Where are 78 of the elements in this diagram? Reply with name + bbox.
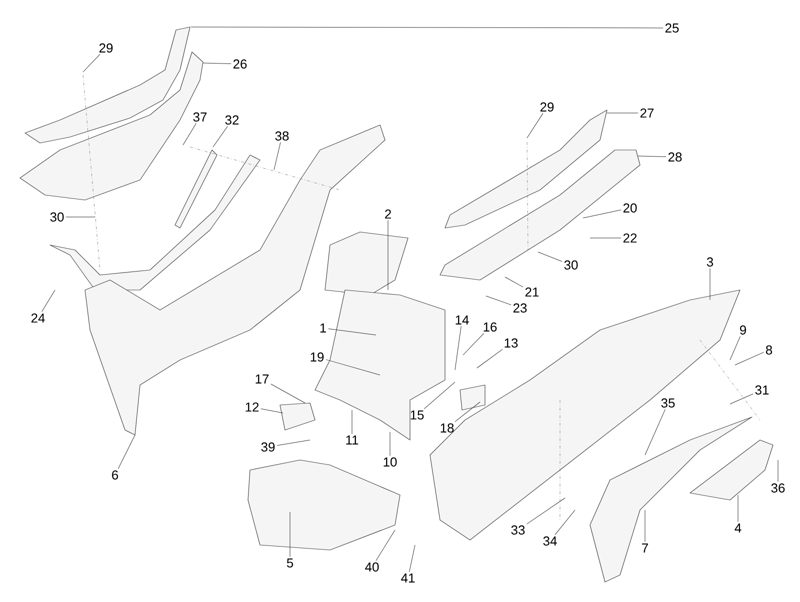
callout-number: 37: [193, 112, 207, 122]
leader-line: [182, 123, 196, 146]
leader-line: [638, 156, 666, 157]
callout-number: 25: [665, 23, 679, 33]
callout-number: 34: [543, 536, 557, 546]
leader-line: [276, 440, 310, 446]
callout-number: 41: [401, 574, 415, 582]
leader-line: [454, 326, 462, 370]
callout-number: 13: [504, 338, 518, 348]
leader-line: [202, 62, 232, 64]
callout-number: 29: [99, 43, 113, 53]
leader-line: [260, 408, 284, 414]
callout-number: 33: [511, 525, 525, 535]
leader-line: [118, 434, 136, 469]
leader-line: [606, 112, 638, 114]
leader-line: [409, 544, 416, 572]
callout-number: 29: [540, 102, 554, 112]
callout-number: 23: [513, 303, 527, 313]
leader-line: [82, 54, 100, 72]
callout-number: 27: [640, 108, 654, 118]
callout-number: 15: [410, 410, 424, 420]
leader-line: [538, 252, 562, 262]
callout-number: 17: [256, 374, 269, 384]
callout-number: 21: [525, 287, 539, 297]
callout-number: 39: [261, 442, 275, 452]
callout-number: 3: [706, 257, 714, 267]
leader-line: [454, 402, 480, 422]
callout-number: 38: [275, 131, 289, 141]
leader-line: [212, 126, 228, 148]
callout-number: 4: [734, 524, 742, 532]
callout-number: 40: [365, 562, 379, 572]
leader-line: [270, 384, 306, 404]
callout-number: 20: [623, 203, 637, 213]
callout-number: 12: [246, 402, 259, 412]
callout-number: 26: [233, 59, 247, 69]
leader-line: [486, 296, 512, 306]
callout-number: 10: [384, 457, 397, 467]
callout-number: 5: [286, 558, 294, 568]
leader-line: [190, 26, 664, 28]
callout-number: 28: [668, 152, 682, 162]
callout-number: 18: [440, 423, 454, 433]
callout-number: 31: [755, 385, 769, 395]
leader-line: [476, 349, 503, 368]
leader-line: [644, 409, 666, 456]
callout-number: 24: [31, 313, 45, 323]
leader-line: [504, 276, 524, 288]
callout-number: 16: [484, 322, 497, 332]
callout-number: 30: [564, 260, 578, 270]
leader-line: [730, 394, 754, 404]
callout-number: 22: [623, 233, 637, 243]
leader-line: [328, 328, 376, 336]
leader-line: [274, 142, 281, 170]
leader-line: [526, 113, 544, 138]
callout-number: 35: [661, 398, 675, 408]
leader-line: [734, 352, 764, 366]
callout-number: 8: [766, 345, 772, 355]
leader-line: [42, 290, 56, 312]
leader-line: [66, 216, 96, 218]
callout-number: 36: [771, 483, 785, 493]
leader-line: [326, 359, 380, 376]
callout-number: 14: [456, 316, 469, 324]
leader-line: [582, 210, 622, 218]
callout-number: 9: [740, 325, 746, 335]
callout-number: 32: [225, 115, 239, 125]
leader-line: [424, 382, 456, 410]
leader-line: [376, 530, 396, 561]
leader-line: [554, 510, 576, 535]
leader-line: [462, 333, 484, 356]
callout-number: 2: [385, 209, 391, 219]
leader-line: [526, 498, 566, 524]
callout-number: 1: [320, 324, 326, 332]
callout-number: 11: [346, 436, 358, 444]
leader-line: [730, 336, 741, 360]
callout-number: 19: [310, 352, 324, 362]
callout-number: 7: [642, 544, 648, 552]
leader-line: [644, 510, 646, 542]
callout-number: 30: [50, 212, 64, 222]
callout-number: 6: [112, 470, 118, 480]
